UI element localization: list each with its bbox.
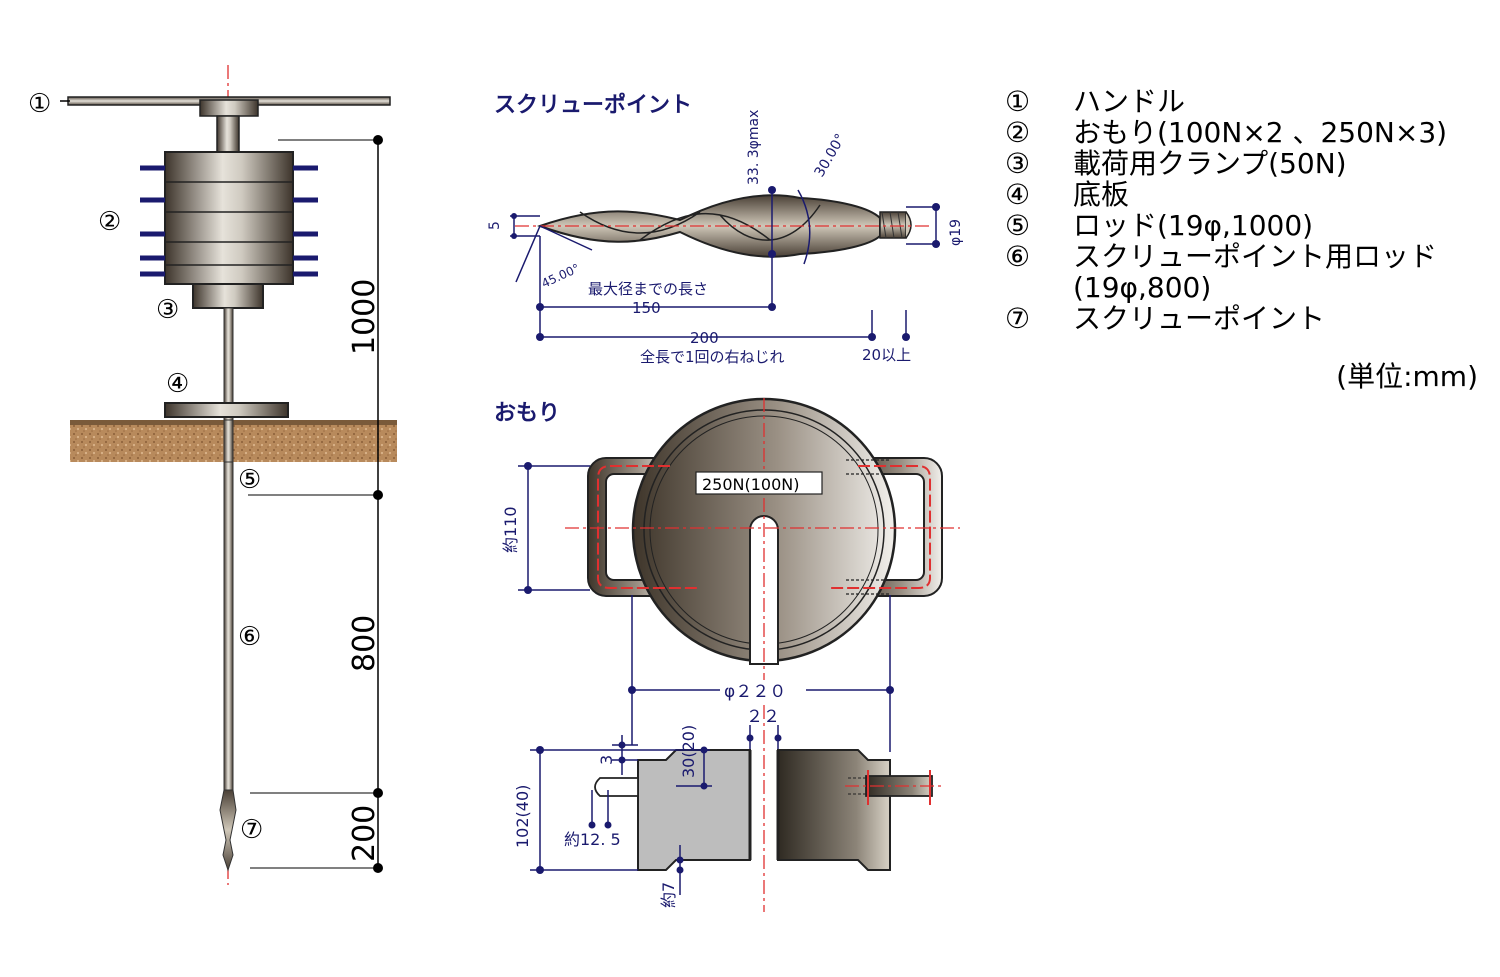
weight-label-box	[695, 471, 823, 495]
dim-102: 102(40)	[513, 785, 532, 848]
screw-point-detail: スクリューポイント	[487, 92, 964, 366]
legend-num	[1005, 272, 1073, 303]
dim-approx-7: 約7	[659, 882, 678, 908]
callout-base-plate: ④	[166, 369, 189, 399]
component-legend: ① ハンドル ② おもり(100N×2 、250N×3) ③ 載荷用クランプ(50N)…	[1005, 86, 1495, 334]
dim-150: 150	[632, 299, 661, 317]
handle	[67, 96, 391, 153]
legend-text: スクリューポイント	[1073, 302, 1326, 335]
dim-800: 800	[347, 615, 382, 672]
dim-22: ２２	[746, 707, 780, 727]
unit-note: (単位:mm)	[1336, 360, 1478, 393]
dim-approx-12-5: 約12. 5	[564, 830, 621, 849]
main-dimension-line	[248, 135, 383, 873]
weight-label: 250N(100N)	[702, 475, 800, 494]
rod-in-ground	[223, 419, 234, 463]
legend-num: ②	[1005, 116, 1031, 149]
legend-text: 底板	[1073, 178, 1130, 211]
weight-slot	[749, 515, 779, 665]
dim-phi19: φ19	[948, 219, 964, 246]
callout-clamp: ③	[156, 295, 179, 325]
dim-30: 30(20)	[679, 725, 698, 778]
legend-item: ⑤ ロッド(19φ,1000)	[1005, 210, 1495, 241]
legend-num: ⑥	[1005, 240, 1031, 273]
callout-handle: ①	[28, 89, 51, 119]
dim-phi220: φ２２０	[724, 682, 786, 702]
loading-clamp	[192, 283, 264, 309]
callout-weights: ②	[98, 207, 121, 237]
dim-3: 3	[597, 755, 616, 765]
dim-max-dia: 33. 3φmax	[746, 110, 762, 185]
legend-text: 載荷用クランプ(50N)	[1073, 147, 1347, 180]
dim-200: 200	[347, 805, 382, 862]
legend-item: ① ハンドル	[1005, 86, 1495, 117]
legend-num: ④	[1005, 178, 1031, 211]
legend-num: ⑤	[1005, 209, 1031, 242]
dim-1000: 1000	[347, 279, 382, 355]
dim-5: 5	[487, 221, 503, 230]
legend-text: スクリューポイント用ロッド	[1073, 240, 1438, 273]
weight-title: おもり	[494, 401, 560, 426]
callout-screw-rod: ⑥	[238, 622, 261, 652]
legend-item: ② おもり(100N×2 、250N×3)	[1005, 117, 1495, 148]
screw-point-title: スクリューポイント	[494, 92, 692, 118]
legend-text: (19φ,800)	[1073, 271, 1212, 304]
legend-item: ⑦ スクリューポイント	[1005, 303, 1495, 334]
legend-item: (19φ,800)	[1005, 272, 1495, 303]
legend-text: ハンドル	[1073, 85, 1186, 118]
legend-text: おもり(100N×2 、250N×3)	[1073, 116, 1448, 149]
legend-num: ①	[1005, 85, 1031, 118]
legend-text: ロッド(19φ,1000)	[1073, 209, 1314, 242]
legend-item: ⑥ スクリューポイント用ロッド	[1005, 241, 1495, 272]
dim-20-min: 20以上	[862, 346, 911, 364]
dim-angle-30: 30.00°	[812, 131, 849, 180]
callout-rod: ⑤	[238, 465, 261, 495]
dim-200-screw: 200	[690, 329, 719, 347]
screw-point-small	[219, 789, 237, 872]
dim-approx-110: 約110	[501, 506, 520, 553]
max-length-label: 最大径までの長さ	[588, 280, 708, 298]
legend-num: ③	[1005, 147, 1031, 180]
dim-angle-45: 45.00°	[539, 261, 581, 291]
rod	[223, 307, 234, 791]
legend-num: ⑦	[1005, 302, 1031, 335]
base-plate	[164, 402, 289, 418]
weights-stack	[140, 151, 318, 285]
weight-detail: おもり 250N(100N)	[494, 397, 960, 912]
weight-side-section	[594, 705, 945, 912]
penetrometer-assembly: ① ② ③ ④ ⑤ ⑥ ⑦ 1000 800 200	[28, 65, 397, 885]
callout-screw-point: ⑦	[240, 815, 263, 845]
legend-item: ④ 底板	[1005, 179, 1495, 210]
full-twist-label: 全長で1回の右ねじれ	[640, 348, 785, 366]
screw-twist-lines	[579, 204, 821, 241]
legend-item: ③ 載荷用クランプ(50N)	[1005, 148, 1495, 179]
